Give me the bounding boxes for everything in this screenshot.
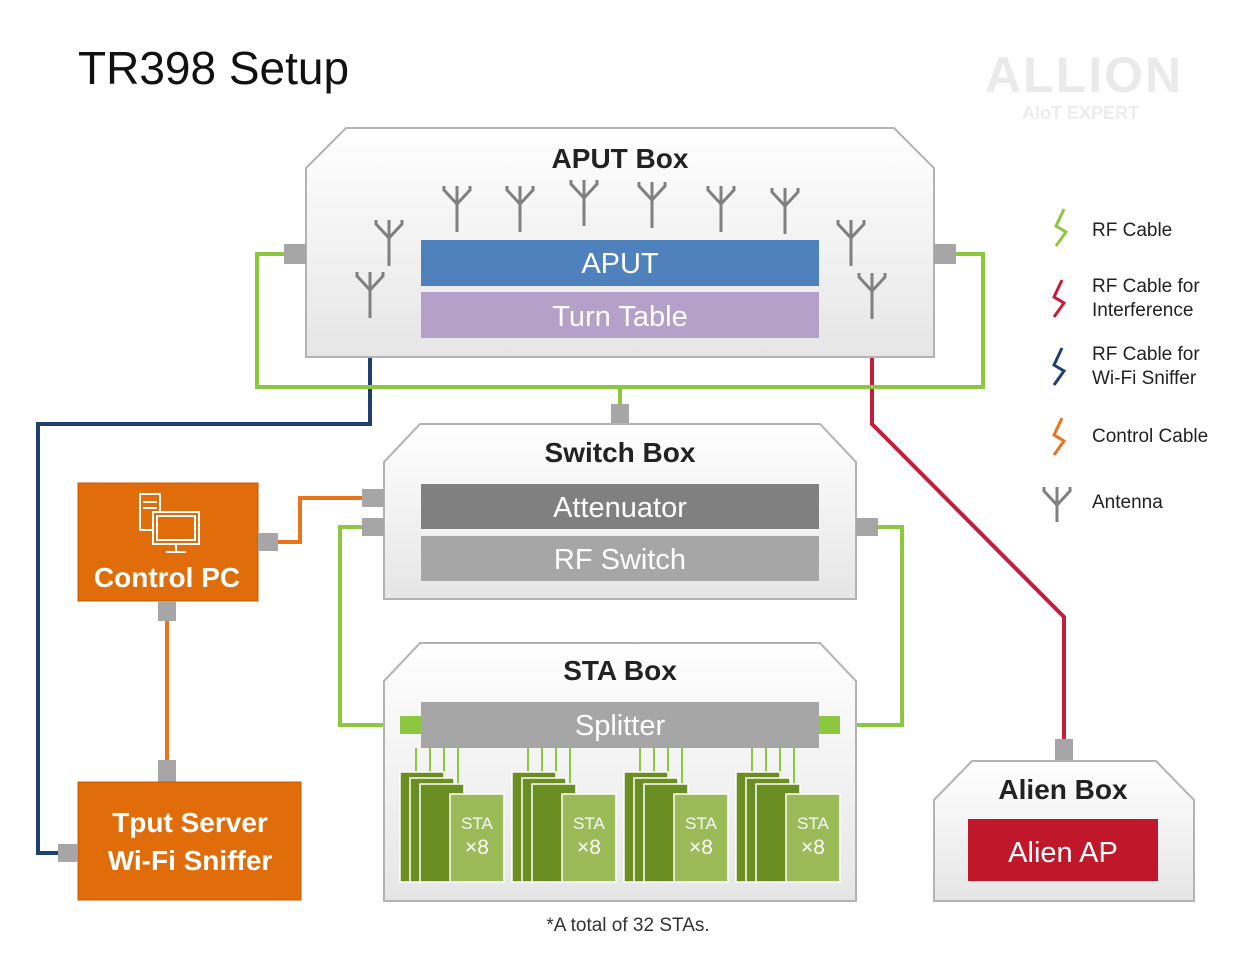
attenuator-bar (421, 484, 819, 529)
switch-splitter-left-cable (338, 525, 400, 727)
aput-left-connector (284, 244, 306, 264)
switch-left-rf-connector (362, 518, 384, 536)
antenna-icon (706, 186, 736, 232)
turntable-label: Turn Table (552, 301, 687, 333)
rfswitch-bar (421, 536, 819, 581)
aput-box-title: APUT Box (552, 143, 689, 174)
sniffer-cable-icon (1052, 347, 1067, 386)
logo-brand: ALLION (985, 47, 1183, 103)
attenuator-label: Attenuator (553, 492, 687, 524)
logo-tagline: AIoT EXPERT (1022, 103, 1139, 123)
turntable-bar (421, 292, 819, 338)
sta-count: ×8 (689, 836, 713, 859)
sta-label: STA (573, 814, 605, 833)
antenna-icon (374, 220, 404, 266)
computer-icon (139, 493, 200, 553)
legend-item-rf-cable: RF Cable (1054, 208, 1172, 247)
legend-interference-line2: Interference (1092, 300, 1193, 321)
legend-item-interference: RF Cable for Interference (1052, 276, 1200, 321)
sta-card-front (449, 793, 505, 883)
sta-group: STA ×8 (735, 748, 841, 883)
antenna-group (355, 180, 887, 319)
switch-top-connector (611, 404, 629, 424)
sta-group: STA ×8 (399, 748, 505, 883)
tput-top-connector (158, 760, 176, 782)
rfswitch-label: RF Switch (554, 544, 686, 576)
antenna-icon (836, 220, 866, 266)
switch-right-rf-connector (856, 518, 878, 536)
antenna-icon (637, 182, 667, 228)
legend-item-control: Control Cable (1052, 417, 1208, 456)
tput-server: Tput Server Wi-Fi Sniffer (58, 760, 302, 901)
legend-antenna-label: Antenna (1092, 492, 1163, 513)
tput-server-box (77, 781, 302, 901)
allion-logo: ALLION AIoT EXPERT (985, 47, 1183, 123)
sta-count: ×8 (465, 836, 489, 859)
interference-cable (870, 320, 1066, 740)
switch-box: Switch Box Attenuator RF Switch (362, 404, 878, 600)
switch-splitter-right-cable (840, 525, 904, 727)
aput-bar (421, 240, 819, 286)
control-cable-pc-switch (278, 496, 362, 544)
alien-ap-label: Alien AP (1008, 837, 1118, 869)
switch-box-title: Switch Box (545, 437, 696, 468)
sta-label: STA (461, 814, 493, 833)
sta-box: STA Box Splitter STA ×8 STA ×8 STA ×8 STA ×8 (383, 642, 857, 902)
antenna-icon (442, 186, 472, 232)
sta-count: ×8 (801, 836, 825, 859)
control-pc-right-connector (258, 533, 278, 551)
switch-control-connector (362, 489, 384, 507)
aput-right-connector (934, 244, 956, 264)
legend-item-sniffer: RF Cable for Wi-Fi Sniffer (1052, 344, 1200, 389)
control-pc: Control PC (77, 482, 278, 621)
aput-box: APUT Box APUT Turn Table (284, 127, 956, 358)
legend-sniffer-line1: RF Cable for (1092, 344, 1200, 365)
control-cable-icon (1052, 417, 1067, 456)
legend-sniffer-line2: Wi-Fi Sniffer (1092, 368, 1197, 389)
footnote: *A total of 32 STAs. (546, 915, 709, 936)
alien-ap-bar (968, 819, 1158, 881)
sta-card-front (673, 793, 729, 883)
aput-label: APUT (581, 248, 659, 280)
control-pc-label: Control PC (94, 562, 240, 593)
splitter-left-connector (400, 716, 421, 734)
legend-item-antenna: Antenna (1042, 487, 1163, 522)
legend: RF Cable RF Cable for Interference RF Ca… (1042, 208, 1208, 522)
legend-interference-line1: RF Cable for (1092, 276, 1200, 297)
sta-groups: STA ×8 STA ×8 STA ×8 STA ×8 (399, 748, 841, 883)
antenna-icon (569, 180, 599, 226)
alien-top-connector (1055, 739, 1073, 761)
antenna-icon (770, 188, 800, 234)
splitter-right-connector (819, 716, 840, 734)
antenna-icon (857, 273, 887, 319)
legend-rf-cable-label: RF Cable (1092, 220, 1172, 241)
sniffer-cable (36, 320, 372, 855)
antenna-icon (355, 272, 385, 318)
tput-server-line1: Tput Server (112, 807, 268, 838)
legend-control-label: Control Cable (1092, 426, 1208, 447)
antenna-icon (1042, 487, 1072, 522)
alien-box-title: Alien Box (998, 774, 1128, 805)
splitter-label: Splitter (575, 710, 666, 742)
sta-label: STA (685, 814, 717, 833)
tput-server-line2: Wi-Fi Sniffer (108, 845, 273, 876)
sta-card-front (785, 793, 841, 883)
antenna-icon (505, 186, 535, 232)
splitter-bar (421, 702, 819, 748)
control-pc-bottom-connector (158, 601, 176, 621)
sta-group: STA ×8 (623, 748, 729, 883)
sta-group: STA ×8 (511, 748, 617, 883)
sta-label: STA (797, 814, 829, 833)
interference-cable-icon (1052, 279, 1067, 318)
sta-count: ×8 (577, 836, 601, 859)
sta-box-title: STA Box (563, 655, 677, 686)
rf-cable-icon (1054, 208, 1069, 247)
tput-left-connector (58, 844, 78, 862)
sta-card-front (561, 793, 617, 883)
page-title: TR398 Setup (78, 42, 349, 94)
alien-box: Alien Box Alien AP (933, 739, 1195, 902)
